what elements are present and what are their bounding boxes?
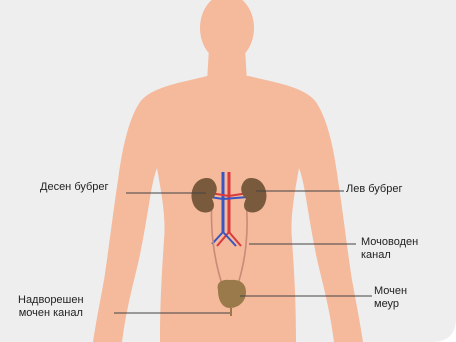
label-ureter: Мочоводен канал [361, 236, 418, 262]
label-urethra-line2: мочен канал [18, 307, 84, 320]
label-bladder-line2: меур [374, 298, 407, 311]
label-urethra: Надворешен мочен канал [18, 294, 84, 320]
label-right-kidney: Десен бубрег [40, 181, 109, 194]
label-urethra-line1: Надворешен [18, 294, 84, 307]
label-ureter-line2: канал [361, 249, 418, 262]
label-bladder: Мочен меур [374, 285, 407, 311]
label-ureter-line1: Мочоводен [361, 236, 418, 249]
label-left-kidney: Лев бубрег [346, 183, 402, 196]
label-bladder-line1: Мочен [374, 285, 407, 298]
